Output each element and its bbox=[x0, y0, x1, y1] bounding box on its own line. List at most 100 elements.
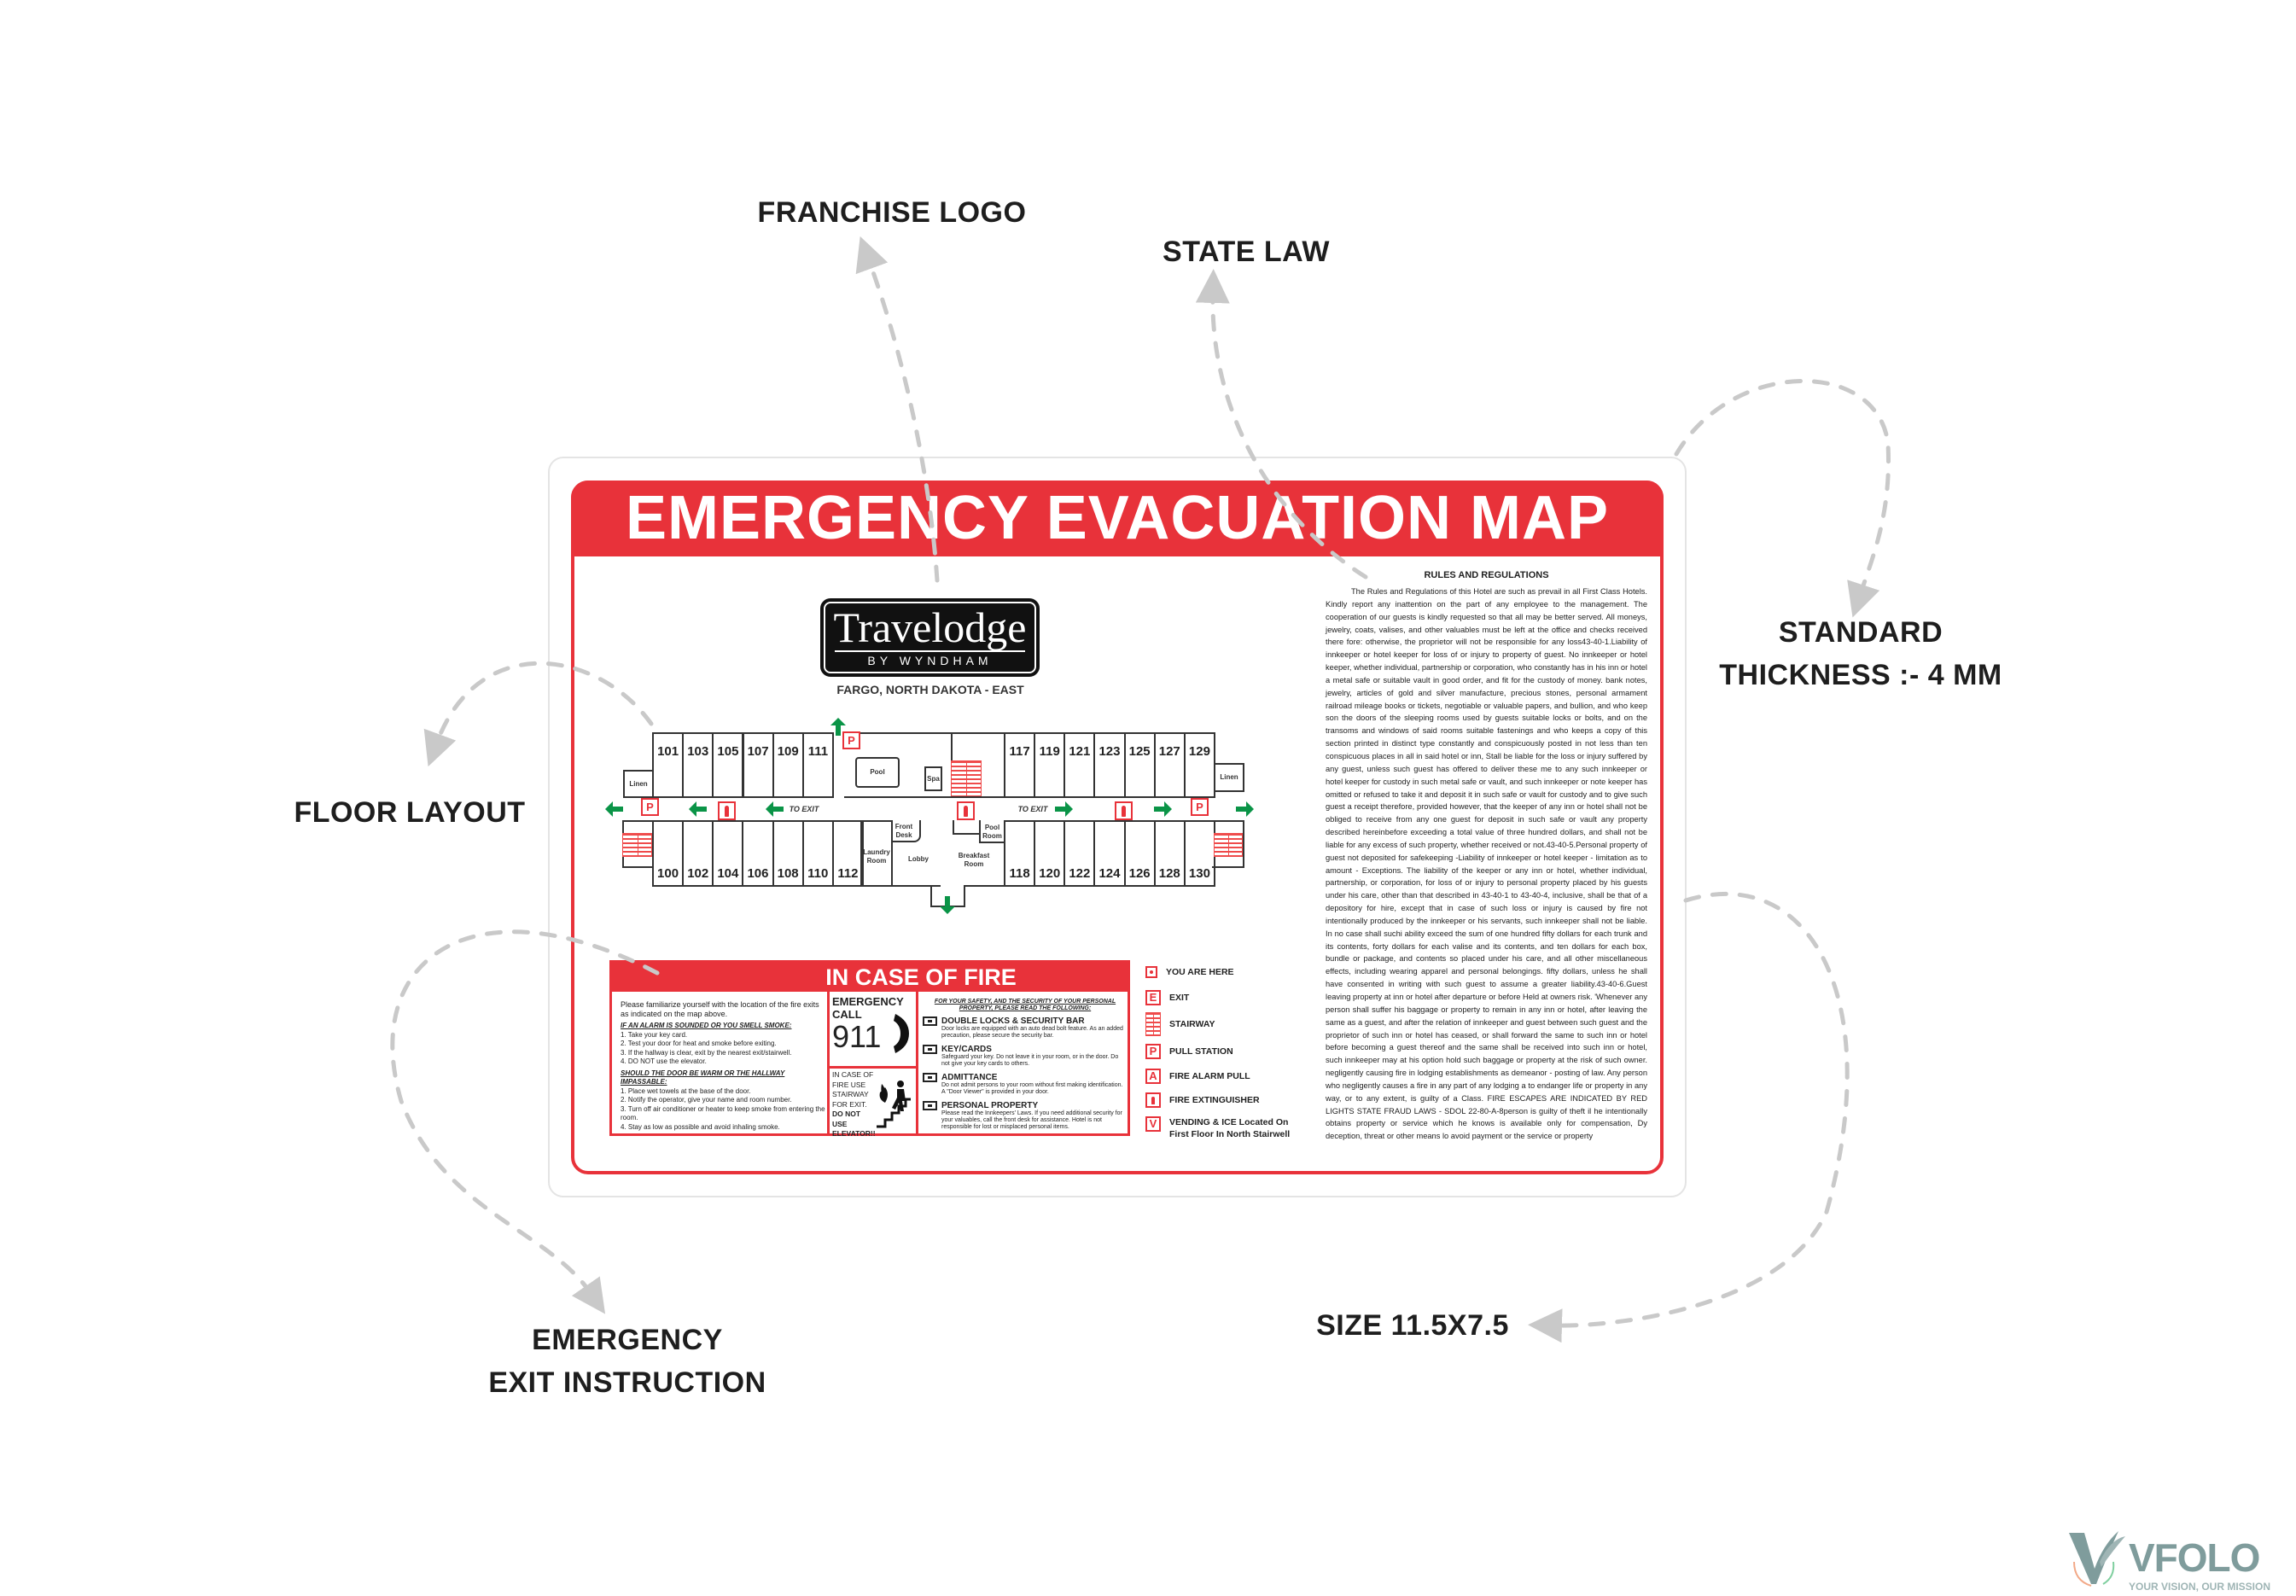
stairway-icon bbox=[1214, 833, 1243, 857]
room-111: 111 bbox=[801, 732, 834, 798]
pull-station-icon: P bbox=[641, 798, 659, 816]
pull-station-icon: P bbox=[1191, 798, 1209, 816]
room-126: 126 bbox=[1123, 820, 1156, 887]
warm-heading: SHOULD THE DOOR BE WARM OR THE HALLWAY I… bbox=[621, 1069, 785, 1086]
room-number: 124 bbox=[1098, 866, 1121, 881]
fire-extinguisher-icon bbox=[1115, 801, 1133, 820]
alarm-heading: IF AN ALARM IS SOUNDED OR YOU SMELL SMOK… bbox=[621, 1022, 792, 1029]
room-107: 107 bbox=[742, 732, 774, 798]
linen-right bbox=[1214, 763, 1244, 792]
alarm-step: 1. Take your key card. bbox=[621, 1030, 688, 1039]
safety-item-icon bbox=[923, 1073, 937, 1082]
logo-sub: BY WYNDHAM bbox=[835, 650, 1025, 669]
alarm-step: 2. Test your door for heat and smoke bef… bbox=[621, 1040, 777, 1047]
linen-label: Linen bbox=[1220, 773, 1238, 781]
exit-arrow-right-icon bbox=[1154, 801, 1172, 817]
legend-label: EXIT bbox=[1169, 993, 1190, 1003]
location-text: FARGO, NORTH DAKOTA - EAST bbox=[836, 683, 1024, 696]
room-122: 122 bbox=[1064, 820, 1096, 887]
to-exit-label: TO EXIT bbox=[789, 805, 819, 813]
logo-brand: Travelodge bbox=[833, 603, 1027, 651]
fire-title: IN CASE OF FIRE bbox=[612, 963, 1128, 992]
room-105: 105 bbox=[712, 732, 744, 798]
vfolo-tagline: YOUR VISION, OUR MISSION bbox=[2129, 1581, 2271, 1593]
stair-exit-person-icon bbox=[877, 1081, 911, 1128]
safety-item-icon bbox=[923, 1016, 937, 1026]
room-number: 126 bbox=[1128, 866, 1151, 881]
room-number: 108 bbox=[777, 866, 799, 881]
room-number: 119 bbox=[1039, 744, 1060, 759]
safety-item-title: DOUBLE LOCKS & SECURITY BAR bbox=[941, 1016, 1085, 1026]
room-number: 117 bbox=[1009, 744, 1030, 759]
fire-extinguisher-icon bbox=[957, 801, 975, 820]
vfolo-watermark: VFOLO YOUR VISION, OUR MISSION bbox=[2066, 1528, 2296, 1596]
room-123: 123 bbox=[1093, 732, 1126, 798]
annotation-line: THICKNESS :- 4 MM bbox=[1719, 659, 2002, 691]
room-number: 106 bbox=[747, 866, 769, 881]
fire-intro: Please familiarize yourself with the loc… bbox=[621, 1000, 819, 1018]
breakfast-alcove bbox=[953, 820, 979, 835]
sign-title: EMERGENCY EVACUATION MAP bbox=[571, 481, 1664, 556]
warm-step: 2. Notify the operator, give your name a… bbox=[621, 1096, 792, 1104]
to-exit-label: TO EXIT bbox=[1017, 805, 1048, 813]
pool-room bbox=[979, 820, 1005, 843]
room-number: 128 bbox=[1158, 866, 1180, 881]
fire-extinguisher-icon bbox=[1145, 1092, 1161, 1108]
room-number: 121 bbox=[1069, 744, 1091, 759]
room-130: 130 bbox=[1183, 820, 1215, 887]
room-120: 120 bbox=[1034, 820, 1066, 887]
safety-item-icon bbox=[923, 1101, 937, 1110]
room-number: 107 bbox=[747, 744, 769, 759]
exit-arrow-left-icon bbox=[766, 801, 784, 817]
pool-label: Pool bbox=[870, 768, 885, 776]
vending-icon: V bbox=[1145, 1116, 1161, 1132]
legend-label: STAIRWAY bbox=[1169, 1019, 1215, 1029]
room-number: 127 bbox=[1158, 744, 1180, 759]
legend-label: FIRE ALARM PULL bbox=[1169, 1071, 1250, 1081]
room-number: 105 bbox=[717, 744, 739, 759]
room-number: 118 bbox=[1009, 866, 1030, 881]
room-127: 127 bbox=[1153, 732, 1186, 798]
phone-icon bbox=[894, 1014, 909, 1053]
stairway-text: IN CASE OF FIRE USE STAIRWAY FOR EXIT. bbox=[832, 1070, 874, 1109]
room-106: 106 bbox=[742, 820, 774, 887]
safety-item-text: Please read the Innkeepers' Laws. If you… bbox=[941, 1110, 1122, 1130]
room-number: 103 bbox=[687, 744, 709, 759]
stairway-icon bbox=[622, 833, 652, 857]
room-number: 100 bbox=[657, 866, 679, 881]
rules-title: RULES AND REGULATIONS bbox=[1424, 570, 1549, 580]
fire-extinguisher-icon bbox=[718, 801, 736, 820]
vending-line: VENDING & ICE Located On bbox=[1169, 1117, 1289, 1127]
vfolo-logo-icon bbox=[2069, 1531, 2125, 1587]
front-desk bbox=[891, 820, 921, 842]
legend-extinguisher: FIRE EXTINGUISHER bbox=[1145, 1092, 1260, 1108]
pull-station-icon: P bbox=[1145, 1044, 1161, 1059]
room-128: 128 bbox=[1153, 820, 1186, 887]
floor-plan: Travelodge BY WYNDHAM FARGO, NORTH DAKOT… bbox=[597, 580, 1280, 939]
lobby-bottom-wall bbox=[862, 885, 941, 887]
stairway-icon bbox=[1145, 1012, 1161, 1036]
legend-you-are-here: YOU ARE HERE bbox=[1145, 966, 1234, 978]
warm-step: 1. Place wet towels at the base of the d… bbox=[621, 1086, 751, 1095]
room-number: 129 bbox=[1188, 744, 1210, 759]
annotation-line: EXIT INSTRUCTION bbox=[488, 1366, 766, 1399]
lobby-bottom-wall bbox=[964, 885, 1005, 887]
emergency-label: EMERGENCY bbox=[832, 995, 904, 1008]
breakfast-label: Breakfast Room bbox=[958, 852, 990, 868]
room-number: 104 bbox=[717, 866, 739, 881]
room-102: 102 bbox=[682, 820, 714, 887]
room-129: 129 bbox=[1183, 732, 1215, 798]
exit-icon: E bbox=[1145, 990, 1161, 1005]
warm-step: 4. Stay as low as possible and avoid inh… bbox=[621, 1122, 780, 1131]
room-number: 130 bbox=[1188, 866, 1210, 881]
room-103: 103 bbox=[682, 732, 714, 798]
room-101: 101 bbox=[652, 732, 685, 798]
warm-step: 3. Turn off air conditioner or heater to… bbox=[621, 1104, 825, 1122]
you-are-here-icon bbox=[1145, 966, 1157, 978]
exit-arrow-right-icon bbox=[1236, 801, 1254, 817]
